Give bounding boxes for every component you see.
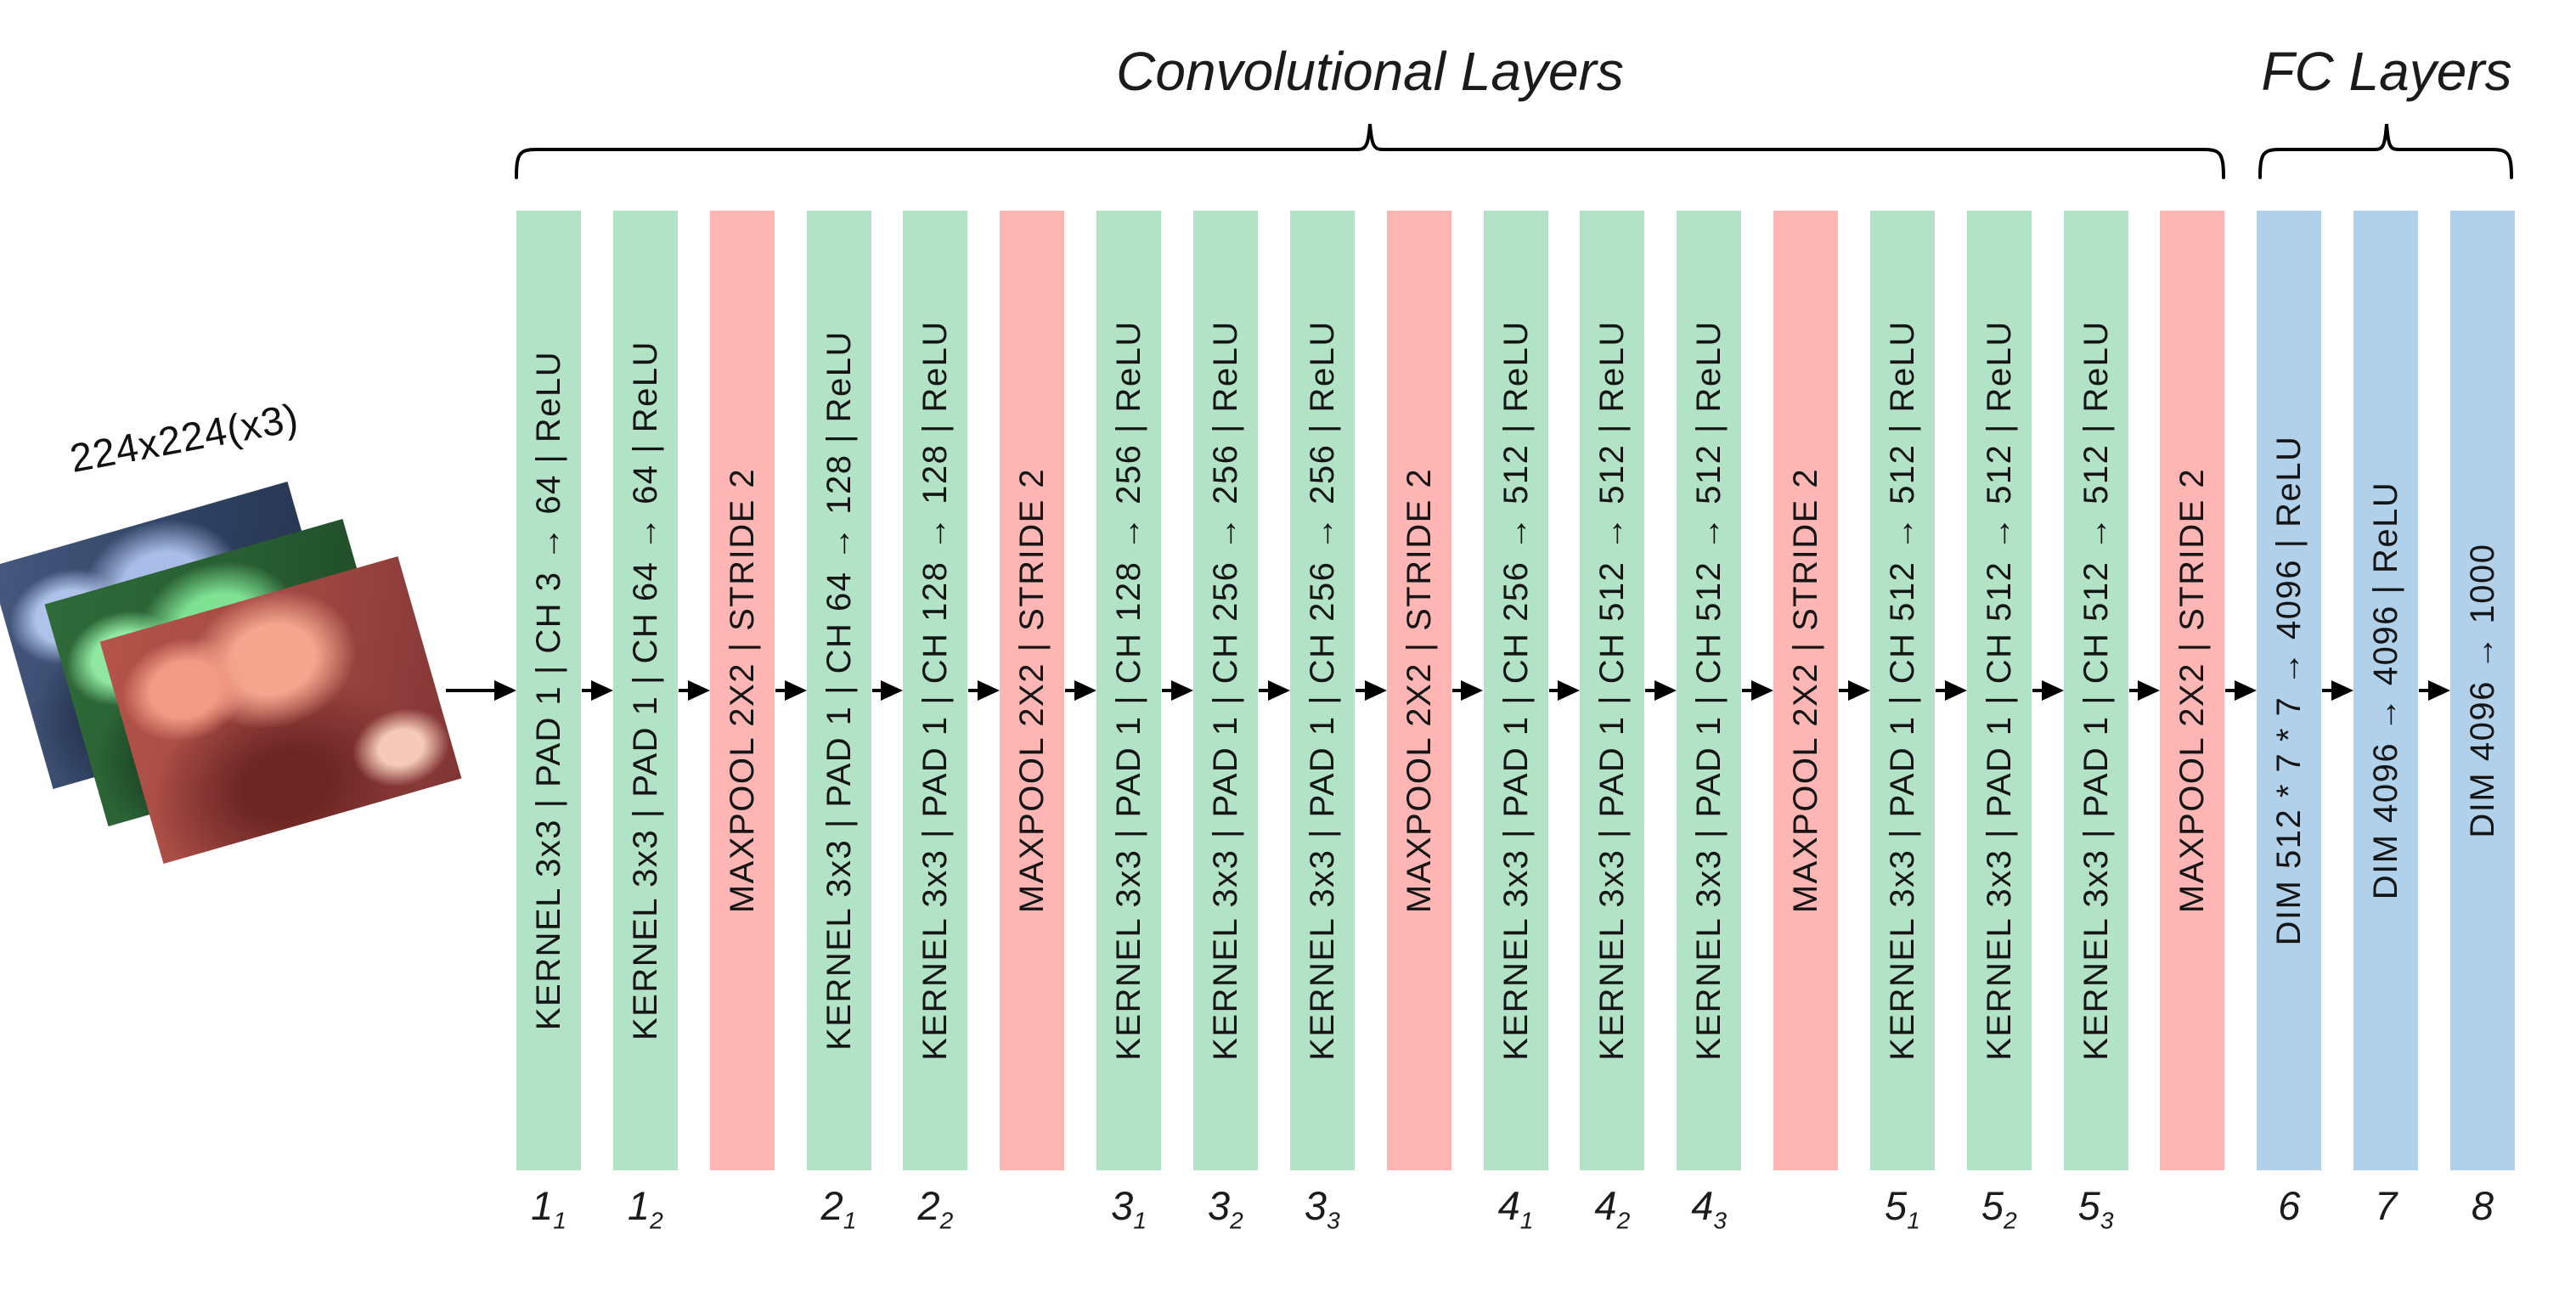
layer-description: KERNEL 3x3 | PAD 1 | CH 512 → 512 | ReLU [1593, 320, 1632, 1061]
layer-description: KERNEL 3x3 | PAD 1 | CH 256 → 256 | ReLU [1206, 320, 1244, 1061]
layer-description: MAXPOOL 2X2 | STRIDE 2 [1787, 467, 1825, 914]
flow-arrow [446, 680, 516, 701]
layer-bar-10-maxpool: MAXPOOL 2X2 | STRIDE 2 [1386, 211, 1451, 1170]
layer-description: KERNEL 3x3 | PAD 1 | CH 64 → 128 | ReLU [820, 330, 858, 1051]
layer-bar-7-conv: KERNEL 3x3 | PAD 1 | CH 128 → 256 | ReLU [1096, 211, 1162, 1170]
layer-index-label: 53 [2077, 1183, 2114, 1234]
flow-arrow [1065, 680, 1096, 701]
flow-arrow [1355, 680, 1387, 701]
layer-description: DIM 4096 → 1000 [2464, 543, 2501, 838]
flow-arrow [1451, 680, 1483, 701]
layer-bar-16-conv: KERNEL 3x3 | PAD 1 | CH 512 → 512 | ReLU [1966, 211, 2032, 1170]
flow-arrow [968, 680, 1000, 701]
flow-arrow [2419, 680, 2450, 701]
layer-description: KERNEL 3x3 | PAD 1 | CH 256 → 256 | ReLU [1303, 320, 1341, 1061]
layer-index-label: 43 [1691, 1183, 1728, 1234]
layer-index-label: 32 [1208, 1183, 1243, 1234]
input-size-label: 224x224(x3) [66, 394, 302, 482]
layer-description: DIM 512 * 7 * 7 → 4096 | ReLU [2270, 435, 2308, 946]
layer-description: KERNEL 3x3 | PAD 1 | CH 512 → 512 | ReLU [1980, 320, 2018, 1061]
layer-description: KERNEL 3x3 | PAD 1 | CH 128 → 128 | ReLU [916, 320, 955, 1061]
layer-bar-21-fc: DIM 4096 → 1000 [2450, 211, 2515, 1170]
layer-index-label: 12 [627, 1183, 663, 1234]
flow-arrow [2322, 680, 2353, 701]
layer-bar-8-conv: KERNEL 3x3 | PAD 1 | CH 256 → 256 | ReLU [1192, 211, 1258, 1170]
flow-arrow [582, 680, 613, 701]
conv-layers-group-title: Convolutional Layers [1116, 41, 1624, 102]
flow-arrow [2225, 680, 2257, 701]
layer-index-label: 52 [1981, 1183, 2017, 1234]
layer-index-label: 22 [917, 1183, 954, 1234]
layer-bar-13-conv: KERNEL 3x3 | PAD 1 | CH 512 → 512 | ReLU [1677, 211, 1742, 1170]
flow-arrow [871, 680, 903, 701]
layer-description: KERNEL 3x3 | PAD 1 | CH 64 → 64 | ReLU [626, 340, 664, 1041]
fc-layers-brace [2258, 123, 2513, 179]
layer-bar-2-conv: KERNEL 3x3 | PAD 1 | CH 64 → 64 | ReLU [612, 211, 678, 1170]
layer-description: MAXPOOL 2X2 | STRIDE 2 [1400, 467, 1438, 914]
layer-description: KERNEL 3x3 | PAD 1 | CH 3 → 64 | ReLU [530, 350, 567, 1031]
layer-index-label: 11 [531, 1183, 566, 1234]
flow-arrow [1742, 680, 1773, 701]
layer-description: KERNEL 3x3 | PAD 1 | CH 512 → 512 | ReLU [2077, 320, 2115, 1061]
layer-description: MAXPOOL 2X2 | STRIDE 2 [1013, 467, 1051, 914]
flow-arrow [1645, 680, 1677, 701]
layer-index-label: 21 [820, 1183, 857, 1234]
flow-arrow [775, 680, 807, 701]
flow-arrow [1935, 680, 1967, 701]
layer-index-label: 7 [2375, 1183, 2398, 1228]
flow-arrow [2128, 680, 2160, 701]
layer-description: KERNEL 3x3 | PAD 1 | CH 512 → 512 | ReLU [1690, 320, 1728, 1061]
flow-arrow [1258, 680, 1290, 701]
layer-description: KERNEL 3x3 | PAD 1 | CH 128 → 256 | ReLU [1110, 320, 1148, 1061]
layer-description: KERNEL 3x3 | PAD 1 | CH 256 → 512 | ReLU [1497, 320, 1535, 1061]
layer-index-label: 31 [1111, 1183, 1147, 1234]
layer-bar-18-maxpool: MAXPOOL 2X2 | STRIDE 2 [2160, 211, 2225, 1170]
layer-bar-17-conv: KERNEL 3x3 | PAD 1 | CH 512 → 512 | ReLU [2063, 211, 2128, 1170]
layer-description: DIM 4096 → 4096 | ReLU [2367, 481, 2405, 900]
layer-index-label: 8 [2471, 1183, 2494, 1228]
layer-description: MAXPOOL 2X2 | STRIDE 2 [2173, 467, 2212, 914]
layer-description: KERNEL 3x3 | PAD 1 | CH 512 → 512 | ReLU [1883, 320, 1921, 1061]
flow-arrow [2032, 680, 2064, 701]
layer-bar-1-conv: KERNEL 3x3 | PAD 1 | CH 3 → 64 | ReLU [516, 211, 581, 1170]
layer-bar-12-conv: KERNEL 3x3 | PAD 1 | CH 512 → 512 | ReLU [1580, 211, 1645, 1170]
layer-bar-3-maxpool: MAXPOOL 2X2 | STRIDE 2 [709, 211, 775, 1170]
layer-bar-15-conv: KERNEL 3x3 | PAD 1 | CH 512 → 512 | ReLU [1869, 211, 1935, 1170]
layer-bar-11-conv: KERNEL 3x3 | PAD 1 | CH 256 → 512 | ReLU [1483, 211, 1548, 1170]
layer-bar-9-conv: KERNEL 3x3 | PAD 1 | CH 256 → 256 | ReLU [1289, 211, 1355, 1170]
layer-bar-5-conv: KERNEL 3x3 | PAD 1 | CH 128 → 128 | ReLU [903, 211, 968, 1170]
flow-arrow [1548, 680, 1580, 701]
layer-index-label: 41 [1497, 1183, 1534, 1234]
layer-bar-14-maxpool: MAXPOOL 2X2 | STRIDE 2 [1773, 211, 1839, 1170]
layer-bar-6-maxpool: MAXPOOL 2X2 | STRIDE 2 [1000, 211, 1065, 1170]
layer-index-label: 51 [1884, 1183, 1920, 1234]
flow-arrow [678, 680, 710, 701]
layer-bar-4-conv: KERNEL 3x3 | PAD 1 | CH 64 → 128 | ReLU [806, 211, 871, 1170]
layer-bar-20-fc: DIM 4096 → 4096 | ReLU [2353, 211, 2419, 1170]
flow-arrow [1162, 680, 1193, 701]
flow-arrow [1839, 680, 1870, 701]
layer-index-label: 42 [1594, 1183, 1631, 1234]
layer-index-label: 33 [1304, 1183, 1340, 1234]
layer-description: MAXPOOL 2X2 | STRIDE 2 [723, 467, 761, 914]
layer-bar-19-fc: DIM 512 * 7 * 7 → 4096 | ReLU [2257, 211, 2322, 1170]
layer-index-label: 6 [2278, 1183, 2301, 1228]
conv-layers-brace [515, 123, 2225, 179]
fc-layers-group-title: FC Layers [2261, 41, 2512, 102]
